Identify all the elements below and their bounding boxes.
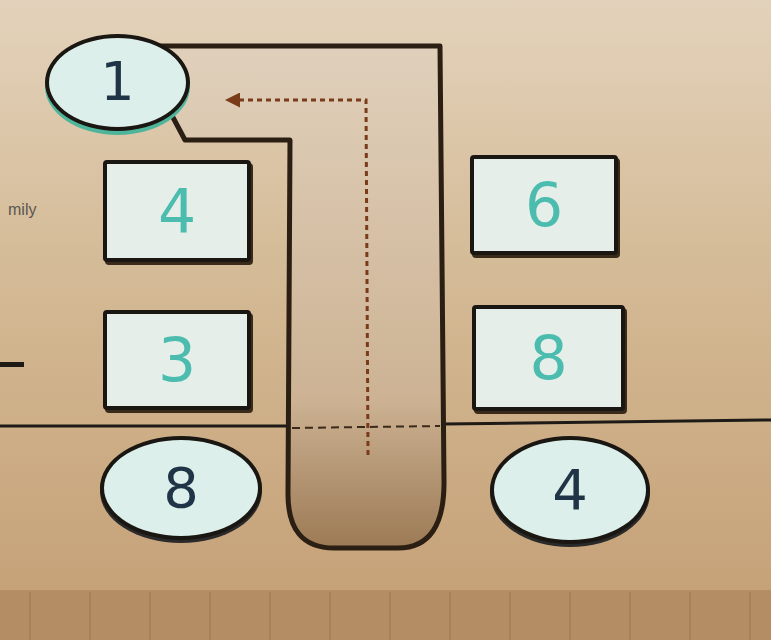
printed-fragment: mily — [8, 201, 36, 219]
j-channel — [135, 46, 444, 548]
divider-line — [0, 425, 290, 428]
start-line — [292, 426, 440, 428]
square-tile: 8 — [472, 305, 625, 411]
square-tile: 4 — [103, 160, 251, 262]
corrugation — [30, 592, 750, 640]
tile-number: 3 — [158, 330, 196, 390]
square-tile: 3 — [103, 310, 251, 410]
token-number: 1 — [100, 55, 134, 109]
cardboard-edge — [0, 590, 771, 640]
token-number: 8 — [163, 460, 199, 516]
square-tile: 6 — [470, 155, 618, 255]
round-token: 8 — [100, 436, 262, 540]
round-token: 1 — [45, 34, 190, 131]
token-number: 4 — [552, 462, 588, 518]
tile-number: 8 — [529, 328, 567, 388]
divider-line — [444, 420, 771, 424]
tile-number: 4 — [158, 181, 196, 241]
round-token: 4 — [490, 436, 650, 544]
tile-number: 6 — [525, 175, 563, 235]
edge-mark — [0, 362, 24, 367]
